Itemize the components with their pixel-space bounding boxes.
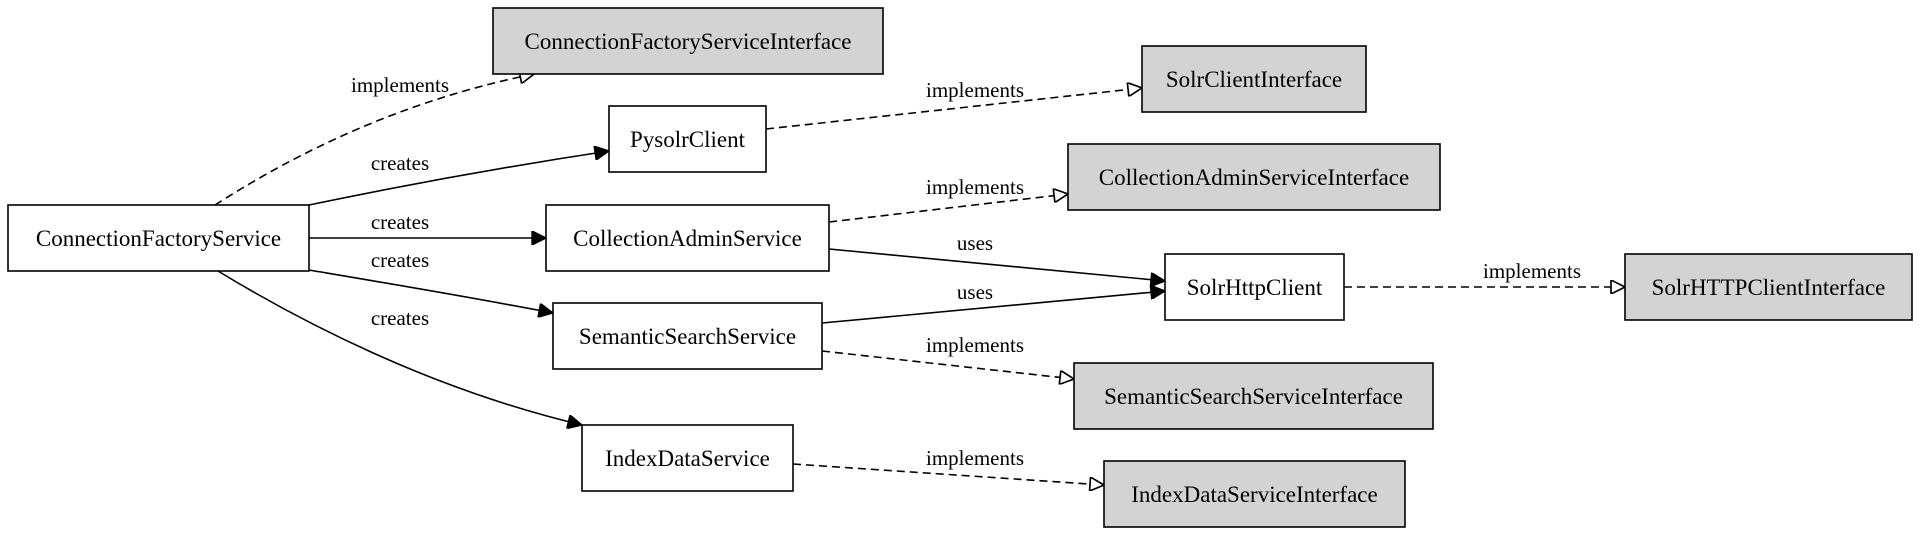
interface-box — [1073, 362, 1434, 430]
edge-cfs-ids: creates — [217, 270, 582, 425]
node-pc: PysolrClient — [608, 105, 767, 173]
interface-box — [1141, 45, 1367, 113]
node-sssi: SemanticSearchServiceInterface — [1073, 362, 1434, 430]
node-label: ConnectionFactoryService — [36, 226, 281, 251]
edge-sss-shc: uses — [821, 280, 1165, 324]
edge-label: implements — [926, 78, 1024, 102]
interface-box — [1103, 460, 1406, 528]
interface-box — [1624, 253, 1913, 321]
node-label: SemanticSearchServiceInterface — [1104, 384, 1403, 409]
node-sci: SolrClientInterface — [1141, 45, 1367, 113]
class-box — [552, 302, 823, 370]
nodes-layer: ConnectionFactoryService ConnectionFactor… — [7, 7, 1913, 528]
dependency-arrow — [828, 248, 1165, 281]
node-shc: SolrHttpClient — [1164, 253, 1345, 321]
edge-cas-casi: implements — [828, 175, 1068, 223]
implements-arrow — [765, 88, 1142, 130]
edge-label: creates — [371, 210, 429, 234]
node-label: SolrHTTPClientInterface — [1652, 275, 1886, 300]
node-label: IndexDataService — [605, 446, 770, 471]
edge-label: implements — [1483, 259, 1581, 283]
interface-box — [492, 7, 884, 75]
edge-label: implements — [926, 333, 1024, 357]
edge-ids-idsi: implements — [792, 446, 1104, 485]
class-box — [608, 105, 767, 173]
node-label: SemanticSearchService — [579, 324, 796, 349]
node-label: CollectionAdminService — [573, 226, 802, 251]
edge-label: implements — [351, 73, 449, 97]
edge-label: implements — [926, 175, 1024, 199]
node-label: CollectionAdminServiceInterface — [1099, 165, 1409, 190]
implements-arrow — [828, 194, 1068, 223]
edge-cfs-sss: creates — [308, 248, 553, 313]
dependency-arrow — [308, 269, 553, 313]
class-box — [581, 424, 794, 492]
edge-shc-shci: implements — [1344, 259, 1625, 287]
edge-label: creates — [371, 306, 429, 330]
dependency-arrow — [821, 291, 1165, 324]
edge-label: implements — [926, 446, 1024, 470]
edge-label: uses — [957, 231, 993, 255]
node-cfsi: ConnectionFactoryServiceInterface — [492, 7, 884, 75]
interface-box — [1067, 143, 1441, 211]
class-box — [7, 204, 310, 272]
node-cas: CollectionAdminService — [545, 204, 830, 272]
edge-label: uses — [957, 280, 993, 304]
node-ids: IndexDataService — [581, 424, 794, 492]
dependency-arrow — [308, 151, 609, 206]
node-label: ConnectionFactoryServiceInterface — [525, 29, 852, 54]
class-box — [545, 204, 830, 272]
edge-pc-sci: implements — [765, 78, 1142, 130]
edge-cas-shc: uses — [828, 231, 1165, 281]
node-label: PysolrClient — [630, 127, 746, 152]
edge-cfs-cas: creates — [309, 210, 546, 238]
node-shci: SolrHTTPClientInterface — [1624, 253, 1913, 321]
node-cfs: ConnectionFactoryService — [7, 204, 310, 272]
node-label: SolrClientInterface — [1166, 67, 1342, 92]
edge-cfs-cfsi: implements — [214, 73, 534, 206]
edge-sss-sssi: implements — [821, 333, 1074, 379]
class-box — [1164, 253, 1345, 321]
node-label: IndexDataServiceInterface — [1131, 482, 1377, 507]
dependency-arrow — [217, 270, 582, 425]
edge-label: creates — [371, 248, 429, 272]
node-casi: CollectionAdminServiceInterface — [1067, 143, 1441, 211]
implements-arrow — [821, 350, 1074, 379]
node-sss: SemanticSearchService — [552, 302, 823, 370]
implements-arrow — [214, 74, 534, 206]
edge-label: creates — [371, 151, 429, 175]
node-idsi: IndexDataServiceInterface — [1103, 460, 1406, 528]
edge-cfs-pc: creates — [308, 151, 609, 206]
edges-layer: implements creates creates creates creates im… — [214, 73, 1625, 485]
node-label: SolrHttpClient — [1187, 275, 1323, 300]
